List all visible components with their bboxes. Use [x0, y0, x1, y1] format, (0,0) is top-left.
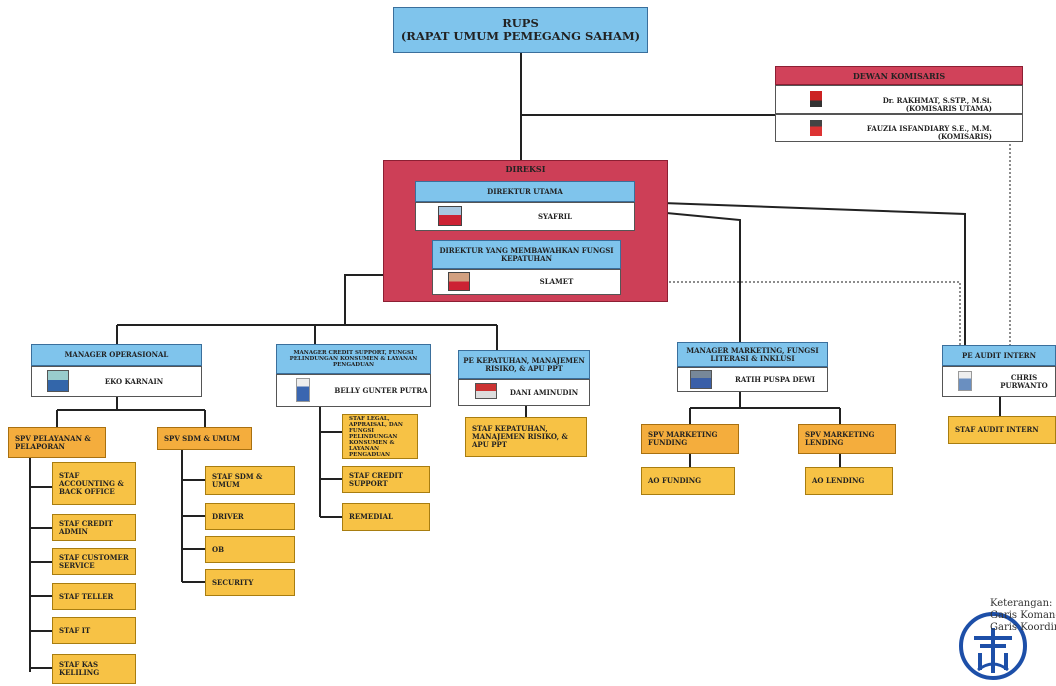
company-logo-icon: [959, 612, 1027, 680]
dewan-member-role: (KOMISARIS UTAMA): [905, 104, 992, 113]
person-photo-icon: [438, 206, 462, 226]
staff-box: SECURITY: [205, 569, 295, 596]
staff-box: STAF SDM & UMUM: [205, 466, 295, 495]
staff-box: OB: [205, 536, 295, 563]
dewan-member-role: (KOMISARIS): [937, 132, 992, 141]
dewan-komisaris-header: DEWAN KOMISARIS: [775, 66, 1023, 85]
rups-box: RUPS (RAPAT UMUM PEMEGANG SAHAM): [393, 7, 648, 53]
staff-box: STAF TELLER: [52, 583, 136, 610]
rups-title: RUPS: [502, 16, 539, 30]
legend-command-line: Garis Komando: [990, 610, 1056, 621]
staff-box: STAF KEPATUHAN, MANAJEMEN RISIKO, & APU …: [465, 417, 587, 457]
spv-sdm: SPV SDM & UMUM: [157, 427, 252, 450]
staff-box: STAF KAS KELILING: [52, 654, 136, 684]
staff-box: STAF CUSTOMER SERVICE: [52, 548, 136, 575]
dewan-member-name: FAUZIA ISFANDIARY S.E., M.M.: [866, 124, 992, 133]
pe-audit-header: PE AUDIT INTERN: [942, 345, 1056, 366]
person-photo-icon: [690, 370, 712, 389]
person-photo-icon: [448, 272, 470, 291]
person-photo-icon: [958, 371, 972, 391]
staff-box: DRIVER: [205, 503, 295, 530]
person-photo-icon: [810, 91, 822, 107]
dewan-member-name: Dr. RAKHMAT, S.STP., M.Si.: [882, 96, 992, 105]
person-photo-icon: [296, 378, 310, 402]
staff-box: AO LENDING: [805, 467, 893, 495]
staff-box: STAF LEGAL, APPRAISAL, DAN FUNGSI PELIND…: [342, 414, 418, 459]
direksi-title: DIREKSI: [505, 164, 546, 174]
legend-title: Keterangan:: [990, 598, 1053, 609]
spv-funding: SPV MARKETING FUNDING: [641, 424, 739, 454]
staff-box: STAF ACCOUNTING & BACK OFFICE: [52, 462, 136, 505]
pe-kepatuhan-header: PE KEPATUHAN, MANAJEMEN RISIKO, & APU PP…: [458, 350, 590, 379]
staff-box: STAF CREDIT SUPPORT: [342, 466, 430, 493]
legend: Keterangan: Garis Komando Garis Koordina…: [990, 598, 1056, 634]
manager-credit-header: MANAGER CREDIT SUPPORT, FUNGSI PELINDUNG…: [276, 344, 431, 374]
staff-box: AO FUNDING: [641, 467, 735, 495]
staff-box: STAF IT: [52, 617, 136, 644]
staff-box: STAF CREDIT ADMIN: [52, 514, 136, 541]
direktur-utama-header: DIREKTUR UTAMA: [415, 181, 635, 202]
person-photo-icon: [810, 120, 822, 136]
manager-operasional-header: MANAGER OPERASIONAL: [31, 344, 202, 366]
spv-lending: SPV MARKETING LENDING: [798, 424, 896, 454]
legend-coordination-line: Garis Koordinasi: [990, 622, 1056, 633]
manager-marketing-header: MANAGER MARKETING, FUNGSI LITERASI & INK…: [677, 342, 828, 367]
person-photo-icon: [475, 383, 497, 399]
spv-pelayanan: SPV PELAYANAN & PELAPORAN: [8, 427, 106, 458]
person-photo-icon: [47, 370, 69, 392]
direktur-kepatuhan-header: DIREKTUR YANG MEMBAWAHKAN FUNGSI KEPATUH…: [432, 240, 621, 269]
staff-box: STAF AUDIT INTERN: [948, 416, 1056, 444]
rups-subtitle: (RAPAT UMUM PEMEGANG SAHAM): [400, 29, 641, 43]
staff-box: REMEDIAL: [342, 503, 430, 531]
